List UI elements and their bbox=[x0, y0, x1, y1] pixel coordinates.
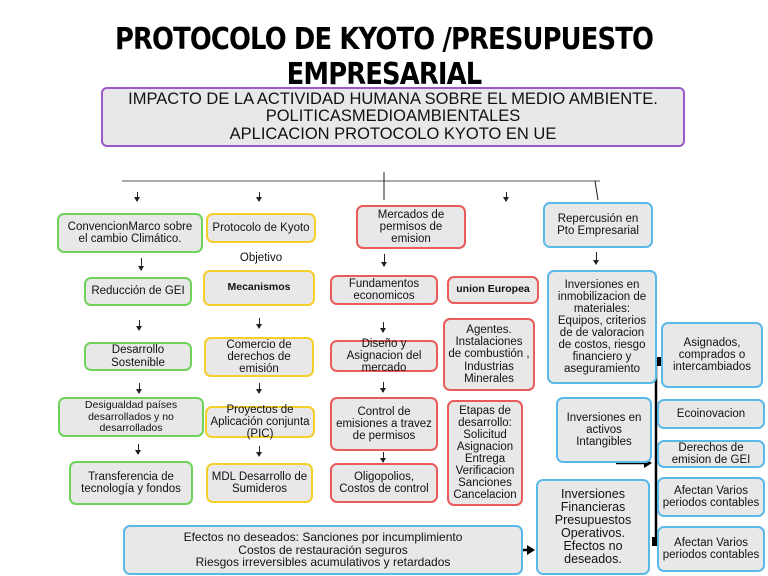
transferencia-box: Transferencia de tecnología y fondos bbox=[69, 461, 193, 505]
efectos-line1: Efectos no deseados: Sanciones por incum… bbox=[183, 530, 463, 545]
arrow-icon bbox=[134, 192, 140, 202]
inversiones-intangibles-box: Inversiones en activos Intangibles bbox=[556, 397, 652, 463]
page-title: PROTOCOLO DE KYOTO /PRESUPUESTO EMPRESAR… bbox=[114, 22, 654, 92]
arrow-icon bbox=[256, 192, 262, 202]
arrow-icon bbox=[136, 320, 142, 331]
arrow-icon bbox=[256, 383, 262, 394]
derechos-emision-box: Derechos de emision de GEI bbox=[657, 440, 765, 468]
mercados-permisos-box: Mercados de permisos de emision bbox=[356, 205, 466, 249]
asignados-box: Asignados, comprados o intercambiados bbox=[661, 322, 763, 388]
convencion-marco-box: ConvencionMarco sobre el cambio Climátic… bbox=[57, 213, 203, 253]
inversiones-materiales-box: Inversiones en inmobilizacion de materia… bbox=[547, 270, 657, 384]
desarrollo-sostenible-box: Desarrollo Sostenible bbox=[84, 342, 192, 371]
mecanismos-box: Mecanismos bbox=[203, 270, 315, 306]
fundamentos-box: Fundamentos economicos bbox=[330, 275, 438, 305]
arrow-icon bbox=[381, 254, 387, 267]
efectos-line2: Costos de restauración seguros bbox=[238, 542, 408, 557]
arrow-icon bbox=[593, 252, 599, 265]
main-topic-box: IMPACTO DE LA ACTIVIDAD HUMANA SOBRE EL … bbox=[101, 87, 685, 147]
diseno-asignacion-box: Diseño y Asignacion del mercado bbox=[330, 338, 438, 374]
arrow-icon bbox=[380, 322, 386, 333]
control-emisiones-box: Control de emisiones a travez de permiso… bbox=[330, 397, 438, 451]
efectos-no-deseados-box: Efectos no deseados: Sanciones por incum… bbox=[123, 525, 523, 575]
reduccion-gei-box: Reducción de GEI bbox=[84, 277, 192, 306]
inversiones-financieras-box: Inversiones Financieras Presupuestos Ope… bbox=[536, 479, 650, 575]
arrow-icon bbox=[503, 192, 509, 202]
afectan-periodos-box-1: Afectan Varios periodos contables bbox=[657, 477, 765, 517]
agentes-box: Agentes. Instalaciones de combustión , I… bbox=[443, 318, 535, 391]
protocolo-kyoto-box: Protocolo de Kyoto bbox=[206, 213, 316, 243]
main-topic-line2: POLITICASMEDIOAMBIENTALES bbox=[265, 107, 521, 126]
arrow-icon bbox=[138, 258, 144, 271]
arrow-icon bbox=[380, 452, 386, 463]
arrow-icon bbox=[380, 382, 386, 393]
arrow-icon bbox=[256, 318, 262, 329]
etapas-desarrollo-box: Etapas de desarrollo: Solicitud Asignaci… bbox=[447, 400, 523, 506]
arrow-icon bbox=[256, 446, 262, 457]
repercusion-box: Repercusión en Pto Empresarial bbox=[543, 202, 653, 248]
proyectos-aplicacion-box: Proyectos de Aplicación conjunta (PIC) bbox=[205, 404, 315, 440]
main-topic-line1: IMPACTO DE LA ACTIVIDAD HUMANA SOBRE EL … bbox=[128, 90, 658, 109]
oligopolios-box: Oligopolios, Costos de control bbox=[330, 463, 438, 503]
comercio-derechos-box: Comercio de derechos de emisión bbox=[204, 337, 314, 377]
ecoinovacion-box: Ecoinovacion bbox=[657, 399, 765, 429]
objetivo-label: Objetivo bbox=[239, 252, 283, 264]
main-topic-line3: APLICACION PROTOCOLO KYOTO EN UE bbox=[229, 124, 557, 143]
arrow-icon bbox=[135, 444, 141, 455]
efectos-line3: Riesgos irreversibles acumulativos y ret… bbox=[195, 555, 451, 570]
union-europea-box: union Europea bbox=[447, 276, 539, 304]
mdl-box: MDL Desarrollo de Sumideros bbox=[206, 463, 313, 503]
afectan-periodos-box-2: Afectan Varios periodos contables bbox=[657, 526, 765, 572]
arrow-icon bbox=[136, 383, 142, 394]
desigualdad-box: Desigualdad países desarrollados y no de… bbox=[58, 397, 204, 437]
